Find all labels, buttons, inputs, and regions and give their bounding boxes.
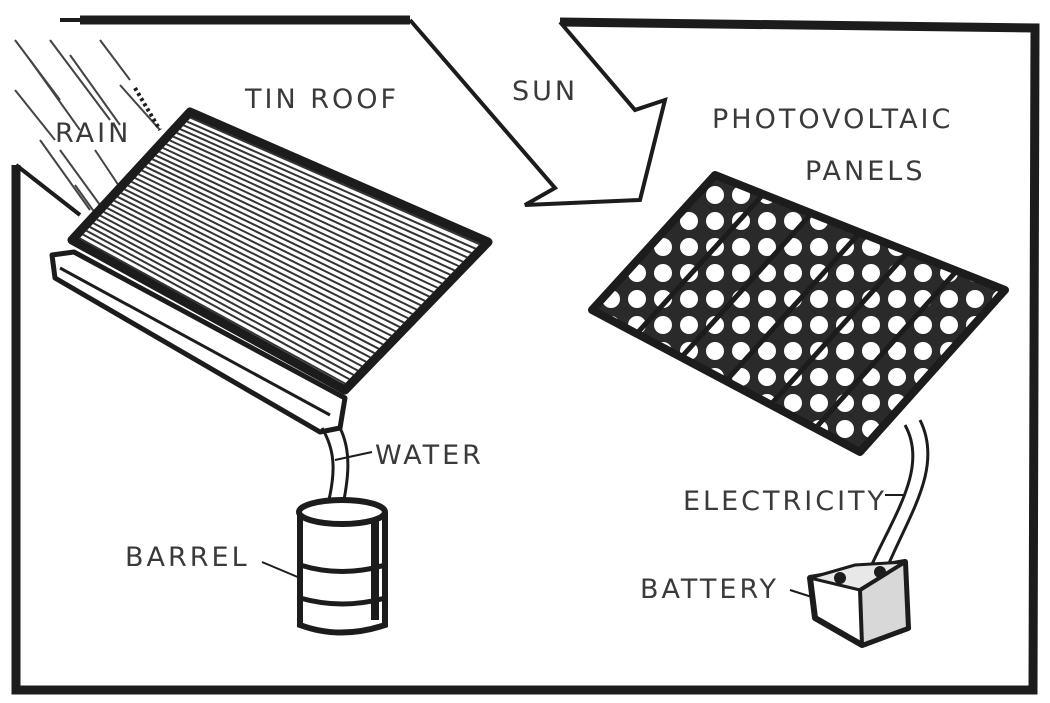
roof-rib	[131, 180, 409, 320]
roof-rib	[179, 128, 468, 259]
pv-row-divider	[813, 269, 959, 431]
roof-rib	[172, 135, 460, 268]
roof-rib	[92, 222, 363, 368]
roof-rib	[155, 154, 439, 289]
tin-roof	[67, 107, 493, 395]
roof-rib	[169, 139, 455, 272]
pv-row-divider	[768, 249, 911, 407]
roof-rib	[78, 237, 346, 385]
roof-rib	[148, 162, 430, 298]
water-pipe	[320, 427, 350, 510]
roof-rib	[96, 218, 367, 363]
label-tin-roof: TIN ROOF	[244, 84, 399, 115]
pv-row-divider	[634, 192, 766, 336]
roof-rib	[85, 229, 355, 376]
roof-rib	[183, 124, 472, 254]
roof-rib	[151, 158, 434, 294]
photovoltaic-panel	[588, 171, 1009, 456]
roof-rib	[113, 199, 388, 342]
roof-rib	[110, 203, 384, 346]
roof-rib	[82, 233, 350, 381]
barrel	[296, 497, 388, 636]
label-electricity: ELECTRICITY	[683, 486, 887, 517]
roof-rib	[165, 143, 451, 276]
roof-rib	[106, 207, 380, 350]
roof-rib	[141, 169, 422, 307]
label-barrel: BARREL	[125, 542, 250, 573]
pv-row-divider	[679, 211, 814, 360]
roof-rib	[190, 116, 481, 246]
roof-rib	[99, 214, 371, 359]
roof-rib	[158, 150, 443, 285]
roof-rib	[134, 177, 413, 315]
roof-rib	[138, 173, 418, 311]
roof-rib	[186, 120, 476, 250]
roof-rib	[117, 195, 392, 337]
roof-rib	[144, 165, 426, 302]
pv-row-dividers	[634, 192, 959, 431]
label-sun: SUN	[512, 76, 578, 107]
label-photovoltaic: PHOTOVOLTAIC	[712, 104, 953, 135]
roof-ribs	[78, 116, 481, 385]
roof-rib	[124, 188, 401, 328]
roof-rib	[103, 210, 376, 355]
outer-frame	[11, 15, 1040, 695]
rain-streaks	[14, 39, 161, 221]
label-water: WATER	[375, 440, 484, 471]
roof-rib	[176, 131, 464, 263]
battery	[807, 559, 911, 648]
roof-rib	[89, 226, 359, 372]
roof-rib	[127, 184, 405, 324]
sun-arrow	[408, 18, 668, 207]
leader-lines	[133, 86, 905, 599]
label-rain: RAIN	[55, 118, 131, 149]
rain-wedge	[14, 163, 82, 217]
label-battery: BATTERY	[640, 574, 779, 605]
roof-rib	[162, 146, 447, 281]
label-panels: PANELS	[805, 156, 925, 187]
electricity-wire	[863, 419, 930, 581]
roof-rib	[120, 192, 397, 333]
pv-row-divider	[724, 230, 862, 383]
